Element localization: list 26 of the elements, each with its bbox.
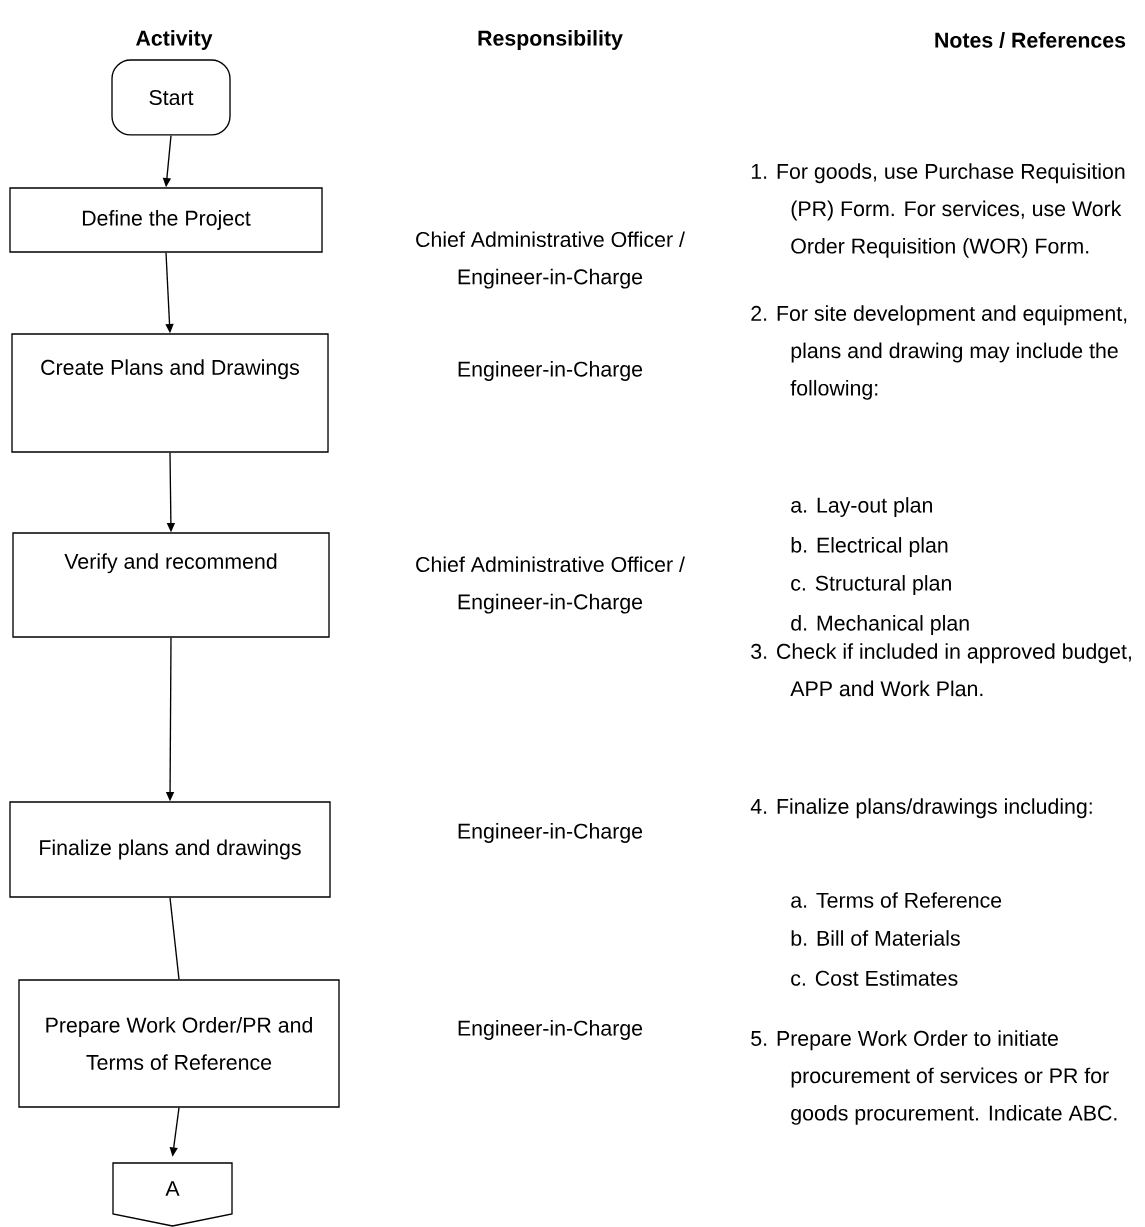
note-text: 2. For site development and equipment, plans and drawing may include the following: — [751, 305, 1127, 400]
note-text: 4. Finalize plans/drawings including: — [750, 798, 1092, 819]
note-item: c. Structural plan — [791, 575, 951, 595]
process-box: Finalize plans and drawings — [9, 801, 331, 898]
responsibility-text: Engineer-in-Charge — [458, 1020, 643, 1040]
note-item: d. Mechanical plan — [791, 615, 969, 635]
note-item: b. Electrical plan — [791, 537, 948, 557]
responsibility-text: Engineer-in-Charge — [458, 361, 643, 381]
column-heading: Responsibility — [478, 30, 623, 50]
note-item: a. Terms of Reference — [791, 892, 1002, 908]
process-box: Prepare Work Order/PR and Terms of Reference — [18, 979, 340, 1108]
responsibility-text: Engineer-in-Charge — [458, 823, 643, 843]
start-terminal: Start — [111, 59, 231, 136]
column-heading: Notes / References — [935, 32, 1126, 48]
note-item: c. Cost Estimates — [791, 970, 958, 986]
note-item: b. Bill of Materials — [791, 930, 960, 946]
note-item: a. Lay-out plan — [791, 497, 932, 517]
responsibility-text: Chief Administrative Officer / Engineer-in-Charge — [416, 231, 685, 289]
off-page-connector: A — [112, 1162, 233, 1227]
process-box: Verify and recommend — [12, 532, 330, 638]
note-text: 3. Check if included in approved budget, APP and Work Plan. — [751, 643, 1131, 697]
note-text: 5. Prepare Work Order to initiate procurement of services or PR for goods procurement. Indicate ABC. — [751, 1030, 1117, 1125]
process-box: Define the Project — [9, 187, 323, 253]
process-box: Create Plans and Drawings — [11, 333, 329, 453]
responsibility-text: Chief Administrative Officer / Engineer-in-Charge — [416, 556, 685, 614]
note-text: 1. For goods, use Purchase Requisition (PR) Form. For services, use Work Order Requisition (WOR) Form. — [751, 163, 1125, 258]
